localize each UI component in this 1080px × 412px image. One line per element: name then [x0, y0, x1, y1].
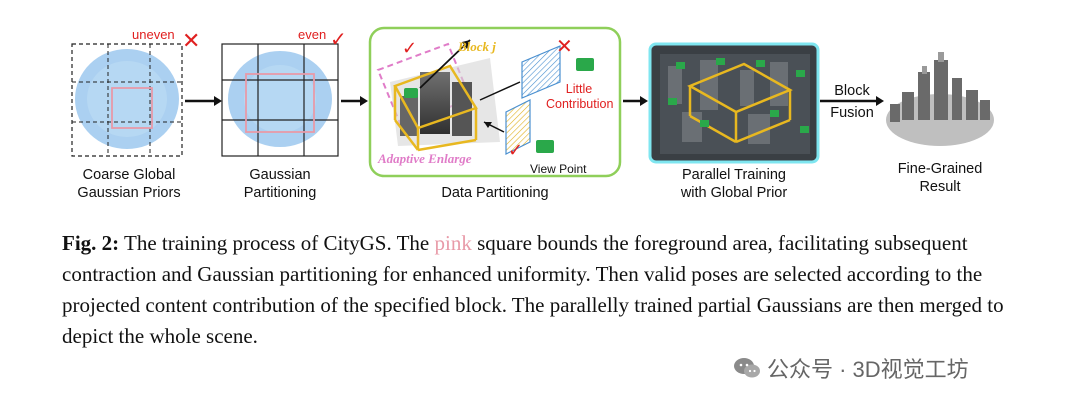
check-mark-upper: ✓: [402, 38, 418, 58]
partition-panel: [221, 43, 339, 157]
arrow-3: [640, 96, 648, 106]
view-point-label: View Point: [530, 162, 587, 176]
check-mark: ✓: [330, 29, 347, 51]
cross-mark: ✕: [182, 28, 201, 53]
camera-icon: [404, 88, 418, 98]
pipeline-diagram: [71, 26, 994, 178]
result-city: [886, 52, 994, 146]
camera-icon: [576, 58, 594, 71]
adaptive-enlarge-label: Adaptive Enlarge: [378, 151, 472, 166]
fine-grained-label: Fine-Grained Result: [897, 161, 983, 195]
wechat-icon: [734, 358, 760, 378]
partitioning-label: Gaussian Partitioning: [243, 167, 317, 201]
block-fusion-label: Block Fusion: [830, 83, 874, 121]
figure-caption: Fig. 2: The training process of CityGS. …: [62, 231, 1004, 348]
parallel-training-panel: [648, 42, 820, 164]
coarse-priors-label: Coarse Global Gaussian Priors: [77, 167, 181, 201]
data-partitioning-label: Data Partitioning: [441, 185, 549, 201]
figure-number: Fig. 2:: [62, 231, 120, 255]
foreground-pink-square: [111, 87, 153, 129]
image-plane-upper: [521, 45, 561, 99]
arrow-2: [360, 96, 368, 106]
coarse-priors-panel: [71, 43, 183, 157]
arrow-4: [876, 96, 884, 106]
little-contribution-label: Little Contribution: [546, 82, 614, 111]
block-j-label: Block j: [458, 39, 496, 54]
camera-icon: [536, 140, 554, 153]
even-tag: even: [298, 27, 327, 42]
check-mark-lower: ✓: [508, 140, 524, 160]
parallel-training-label: Parallel Training with Global Prior: [680, 167, 788, 201]
cross-mark-little: ✕: [556, 36, 573, 58]
pink-word: pink: [434, 231, 472, 255]
uneven-tag: uneven: [132, 27, 175, 42]
watermark-text: 公众号 · 3D视觉工坊: [767, 357, 969, 382]
data-partition-panel: [368, 26, 622, 178]
image-plane-lower: [505, 99, 531, 155]
arrow-1: [214, 96, 222, 106]
watermark: 公众号 · 3D视觉工坊: [733, 352, 969, 384]
